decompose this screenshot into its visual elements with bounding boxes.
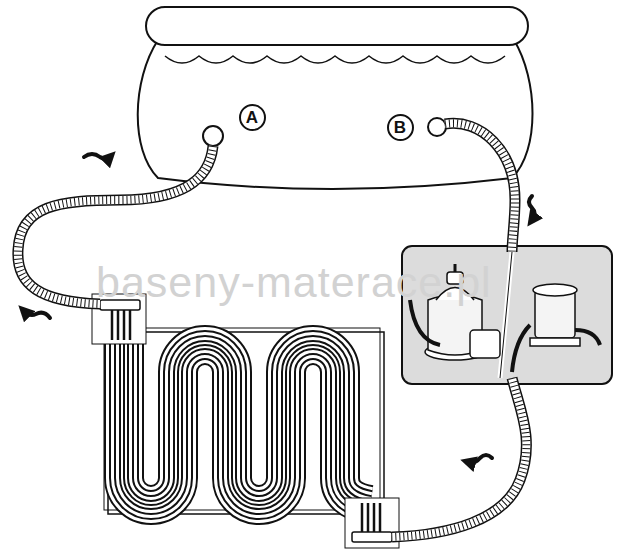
- drawing-part: [124, 338, 370, 505]
- solar-tube: [124, 338, 370, 505]
- hose: [445, 123, 515, 252]
- drawing-part: [470, 330, 500, 358]
- drawing-part: [165, 56, 505, 63]
- flow-arrow: [24, 154, 535, 463]
- drawing-part: [84, 154, 110, 159]
- hose: [392, 378, 526, 537]
- drawing-part: [129, 310, 132, 340]
- drawing-part: [111, 310, 114, 340]
- solar-tube: [124, 338, 370, 505]
- drawing-part: [367, 503, 370, 532]
- drawing-part: [345, 498, 399, 548]
- hose: [445, 123, 515, 252]
- solar-tube: [124, 338, 370, 505]
- callout-letter: A: [246, 109, 258, 126]
- solar-tube: [124, 338, 370, 505]
- solar-panel: [104, 328, 384, 514]
- callout-letter: B: [394, 119, 406, 136]
- hose: [445, 123, 515, 252]
- drawing-part: [410, 300, 440, 345]
- manifold: [92, 294, 399, 548]
- drawing-part: [203, 126, 223, 146]
- solar-tube: [124, 338, 370, 505]
- callout-circle: A: [239, 104, 266, 131]
- drawing-part: [500, 252, 512, 378]
- hose: [392, 378, 526, 537]
- drawing-part: [535, 290, 575, 338]
- hose: [18, 123, 527, 537]
- solar-tube: [124, 338, 370, 505]
- drawing-part: [361, 503, 364, 532]
- drawing-part: [500, 252, 512, 378]
- drawing-part: [138, 40, 533, 189]
- drawing-part: [373, 503, 376, 532]
- drawing-part: [512, 325, 530, 372]
- watermark: baseny-materace.pl: [96, 258, 492, 307]
- drawing-part: [428, 118, 446, 136]
- drawing-part: [529, 196, 535, 220]
- pool: [138, 7, 533, 189]
- drawing-part: [104, 328, 380, 510]
- drawing-part: [468, 455, 492, 463]
- drawing-part: [117, 310, 120, 340]
- solar-tube: [124, 338, 370, 505]
- drawing-part: [24, 311, 50, 318]
- hose: [392, 378, 526, 537]
- drawing-part: [379, 503, 382, 532]
- callout-circle: B: [387, 114, 414, 141]
- drawing-part: [533, 284, 577, 296]
- solar-tube: [124, 338, 370, 505]
- solar-tube: [124, 338, 370, 505]
- drawing-part: [575, 330, 600, 345]
- drawing-part: [146, 7, 528, 45]
- drawing-part: [530, 338, 580, 346]
- drawing-part: [352, 532, 392, 542]
- drawing-part: [108, 332, 384, 514]
- drawing-part: [123, 310, 126, 340]
